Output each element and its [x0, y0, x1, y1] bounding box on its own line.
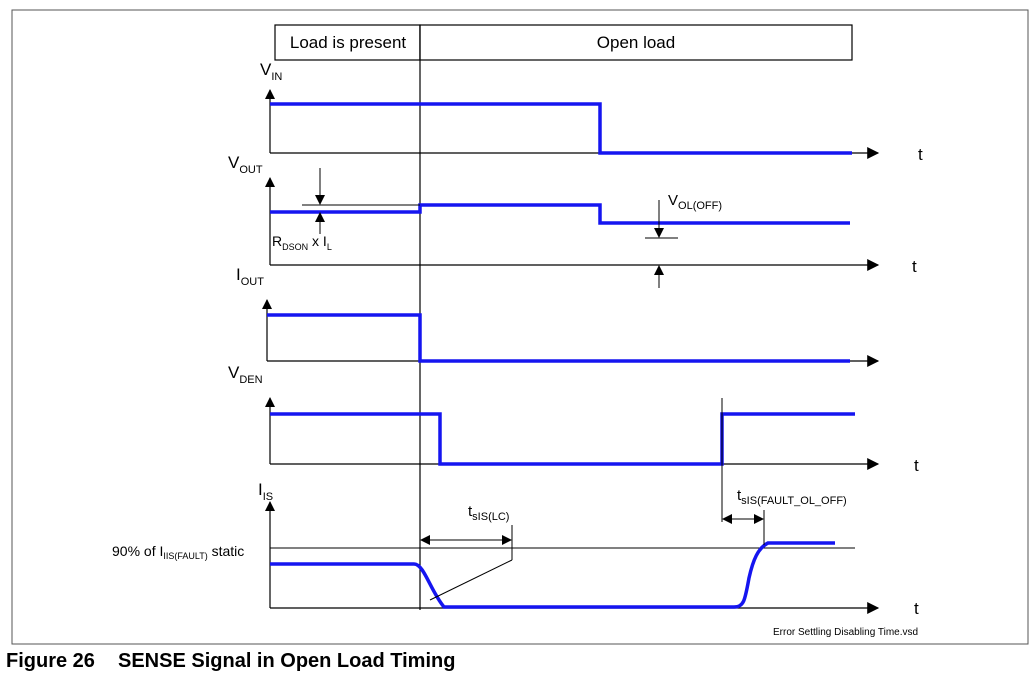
- vden-signal: [270, 412, 855, 466]
- iout-signal: [267, 313, 850, 363]
- vin-label: VIN: [260, 60, 282, 83]
- load-present-label: Load is present: [290, 33, 407, 52]
- vout-signal: [270, 203, 850, 225]
- open-load-label: Open load: [597, 33, 675, 52]
- vol-off-label: VOL(OFF): [668, 192, 722, 212]
- iis-signal: [270, 541, 835, 609]
- vin-time-label: t: [918, 145, 923, 164]
- tsis-fault-label: tsIS(FAULT_OL_OFF): [737, 487, 847, 507]
- vin-signal: [270, 102, 852, 155]
- source-file-label: Error Settling Disabling Time.vsd: [773, 627, 918, 638]
- figure-title: SENSE Signal in Open Load Timing: [118, 650, 456, 672]
- iis-label: IIS: [258, 480, 273, 503]
- rdson-label: RDSON x IL: [272, 233, 332, 252]
- iis-time-label: t: [914, 599, 919, 618]
- vden-time-label: t: [914, 456, 919, 475]
- load-present-box: [274, 24, 421, 61]
- figure-number: Figure 26: [6, 650, 95, 672]
- vout-label: VOUT: [228, 153, 263, 176]
- threshold-label: 90% of IIIS(FAULT) static: [112, 543, 244, 561]
- diagram-border: [11, 9, 1029, 645]
- open-load-box: [419, 24, 853, 61]
- iout-label: IOUT: [236, 265, 264, 288]
- tsis-lc-leader: [429, 559, 513, 601]
- vden-label: VDEN: [228, 363, 263, 386]
- tsis-lc-label: tsIS(LC): [468, 503, 509, 523]
- figure-caption: Figure 26 SENSE Signal in Open Load Timin…: [6, 650, 455, 673]
- vout-time-label: t: [912, 257, 917, 276]
